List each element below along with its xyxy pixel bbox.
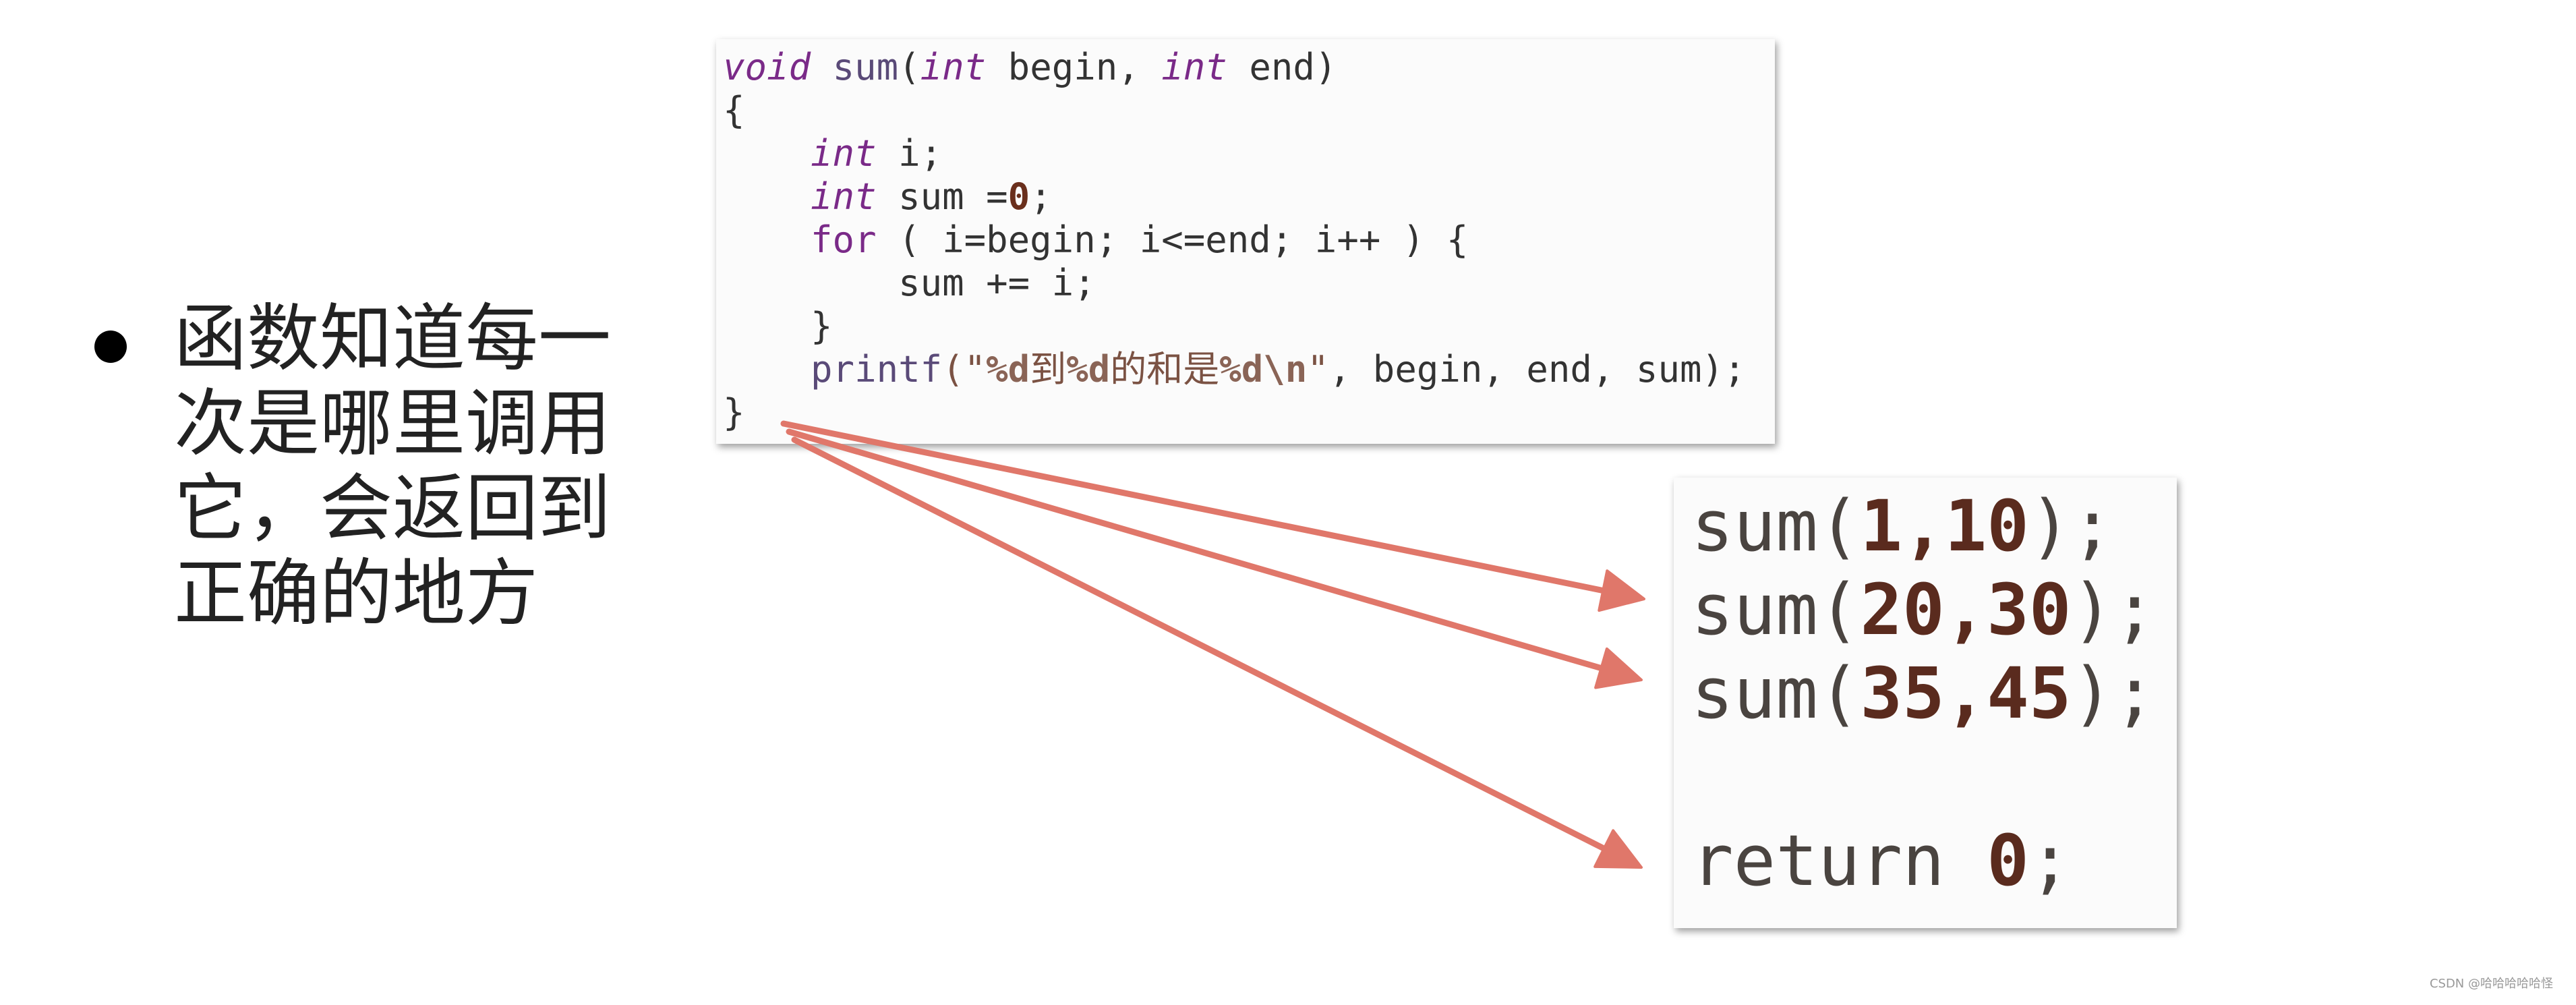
- function-code: void sum(int begin, int end) { int i; in…: [716, 39, 1775, 434]
- watermark: CSDN @哈哈哈哈哈怪: [2429, 977, 2553, 991]
- keyword-void: void: [723, 46, 811, 88]
- code-line-3: int i;: [811, 132, 943, 175]
- printf-call: printf: [811, 348, 943, 391]
- call-sites-code: sum(1,10); sum(20,30); sum(35,45); retur…: [1674, 478, 2177, 902]
- call-line-2: sum(20,30);: [1691, 569, 2156, 651]
- code-line-9: }: [723, 391, 745, 434]
- code-line-4: int sum =0;: [811, 175, 1052, 218]
- call-sites-panel: sum(1,10); sum(20,30); sum(35,45); retur…: [1674, 478, 2177, 928]
- function-code-panel: void sum(int begin, int end) { int i; in…: [716, 39, 1775, 444]
- arrow-to-return-shaft: [791, 436, 1627, 861]
- bullet-line-3: 它，会返回到: [174, 467, 612, 551]
- arrow-to-return-head-icon: [1593, 829, 1643, 869]
- code-line-5: for ( i=begin; i<=end; i++ ) {: [811, 219, 1469, 261]
- number-literal: 0: [1007, 175, 1030, 218]
- code-line-8: printf("%d到%d的和是%d\n", begin, end, sum);: [811, 348, 1746, 391]
- bullet-line-1: 函数知道每一: [174, 297, 612, 381]
- bullet-dot-icon: [94, 331, 127, 363]
- bullet-text: 函数知道每一 次是哪里调用 它，会返回到 正确的地方: [174, 297, 611, 637]
- bullet-line-2: 次是哪里调用: [174, 382, 612, 466]
- code-line-1: void sum(int begin, int end): [723, 46, 1337, 88]
- return-line: return 0;: [1691, 820, 2072, 902]
- code-line-7: }: [811, 305, 833, 347]
- arrow-to-call-1-shaft: [780, 420, 1628, 598]
- arrow-to-call-2-shaft: [786, 428, 1625, 678]
- arrow-to-call-2-head-icon: [1594, 647, 1643, 689]
- arrow-to-call-1-head-icon: [1598, 569, 1645, 612]
- code-line-6: sum += i;: [898, 262, 1096, 304]
- call-line-3: sum(35,45);: [1691, 652, 2156, 735]
- call-line-1: sum(1,10);: [1691, 485, 2114, 567]
- format-specifier: %d: [986, 348, 1030, 391]
- bullet-point: 函数知道每一 次是哪里调用 它，会返回到 正确的地方: [94, 297, 611, 637]
- bullet-line-4: 正确的地方: [174, 552, 539, 636]
- code-line-2: {: [723, 89, 745, 132]
- keyword-int: int: [920, 46, 987, 88]
- format-specifier: %d\n: [1219, 348, 1308, 391]
- keyword-int: int: [1161, 46, 1227, 88]
- keyword-int: int: [811, 132, 877, 175]
- keyword-int: int: [811, 175, 877, 218]
- keyword-for: for: [811, 219, 877, 261]
- function-name: sum: [832, 46, 899, 88]
- arrow-group: [780, 420, 1645, 869]
- format-specifier: %d: [1066, 348, 1111, 391]
